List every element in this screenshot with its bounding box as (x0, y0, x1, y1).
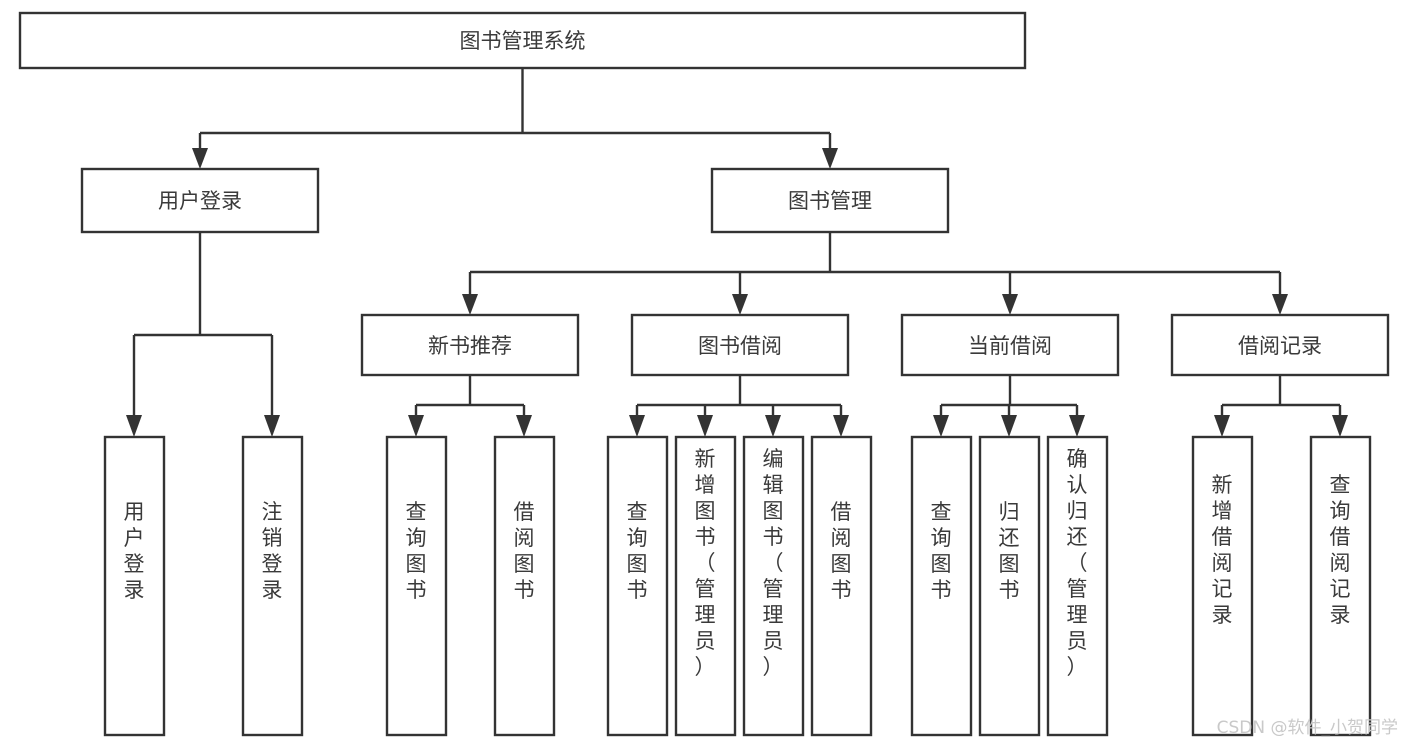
leaf-add-book-label: 新增图书（管理员） (695, 447, 716, 679)
node-book-borrow-label: 图书借阅 (698, 334, 782, 358)
leaf-node-edit-book[interactable]: 编辑图书（管理员） (742, 435, 805, 737)
leaf-edit-book-box[interactable] (742, 435, 805, 737)
arrow-icon-leaf-borrow-book-2 (833, 415, 849, 437)
leaf-query-book-2-label: 查询图书 (627, 500, 648, 602)
leaf-query-book-2-box[interactable] (606, 435, 669, 737)
arrow-icon-leaf-borrow-book-1 (516, 415, 532, 437)
arrow-icon-borrow-record (1272, 294, 1288, 315)
leaf-query-book-3-label: 查询图书 (931, 500, 952, 602)
arrow-icon-book-management (822, 148, 838, 169)
leaf-add-record-label: 新增借阅记录 (1212, 473, 1233, 627)
leaf-edit-book-label: 编辑图书（管理员） (763, 447, 784, 679)
leaf-borrow-book-2-box[interactable] (810, 435, 873, 737)
leaf-node-return-book[interactable]: 归还图书 (978, 435, 1041, 737)
leaf-query-record-label: 查询借阅记录 (1330, 473, 1351, 627)
leaf-node-confirm-return[interactable]: 确认归还（管理员） (1046, 435, 1109, 737)
arrow-icon-leaf-query-book-2 (629, 415, 645, 437)
node-borrow-record[interactable]: 借阅记录 (1170, 313, 1390, 377)
arrow-icon-leaf-edit-book (765, 415, 781, 437)
leaf-logout-login-label: 注销登录 (262, 500, 283, 602)
leaf-query-book-3-box[interactable] (910, 435, 973, 737)
leaf-confirm-return-box[interactable] (1046, 435, 1109, 737)
node-book-borrow-box[interactable] (630, 313, 850, 377)
leaf-user-login-label: 用户登录 (124, 500, 145, 602)
watermark-label: CSDN @软件_小贺同学 (1217, 718, 1398, 738)
leaf-confirm-return-label: 确认归还（管理员） (1067, 447, 1088, 679)
leaf-add-record-box[interactable] (1191, 435, 1254, 737)
arrow-icon-leaf-return-book (1001, 415, 1017, 437)
leaf-query-record-box[interactable] (1309, 435, 1372, 737)
arrow-icon-current-borrow (1002, 294, 1018, 315)
leaf-node-borrow-book-1[interactable]: 借阅图书 (493, 435, 556, 737)
arrow-icon-leaf-query-record (1332, 415, 1348, 437)
leaf-node-user-login[interactable]: 用户登录 (103, 435, 166, 737)
leaf-node-borrow-book-2[interactable]: 借阅图书 (810, 435, 873, 737)
node-user-login-box[interactable] (80, 167, 320, 234)
leaf-user-login-box[interactable] (103, 435, 166, 737)
node-new-book-recommend-label: 新书推荐 (428, 334, 512, 358)
arrow-icon-leaf-add-book (697, 415, 713, 437)
arrowhead-layer (126, 148, 1348, 437)
leaf-return-book-label: 归还图书 (999, 500, 1020, 602)
node-root[interactable]: 图书管理系统 (18, 11, 1027, 70)
leaf-node-query-record[interactable]: 查询借阅记录 (1309, 435, 1372, 737)
node-current-borrow[interactable]: 当前借阅 (900, 313, 1120, 377)
leaf-borrow-book-1-label: 借阅图书 (514, 500, 535, 602)
arrow-icon-leaf-add-record (1214, 415, 1230, 437)
node-borrow-record-label: 借阅记录 (1238, 334, 1322, 358)
node-user-login[interactable]: 用户登录 (80, 167, 320, 234)
node-root-label: 图书管理系统 (460, 29, 586, 53)
node-book-management-label: 图书管理 (788, 189, 872, 213)
node-book-management[interactable]: 图书管理 (710, 167, 950, 234)
arrow-icon-leaf-logout-login (264, 415, 280, 437)
leaf-node-add-record[interactable]: 新增借阅记录 (1191, 435, 1254, 737)
node-user-login-label: 用户登录 (158, 189, 242, 213)
arrow-icon-leaf-user-login (126, 415, 142, 437)
leaf-node-query-book-3[interactable]: 查询图书 (910, 435, 973, 737)
arrow-icon-new-book (462, 294, 478, 315)
node-root-box[interactable] (18, 11, 1027, 70)
leaf-node-logout-login[interactable]: 注销登录 (241, 435, 304, 737)
arrow-icon-leaf-query-book-3 (933, 415, 949, 437)
node-new-book-recommend-box[interactable] (360, 313, 580, 377)
leaf-query-book-1-box[interactable] (385, 435, 448, 737)
node-current-borrow-label: 当前借阅 (968, 334, 1052, 358)
node-new-book-recommend[interactable]: 新书推荐 (360, 313, 580, 377)
node-book-borrow[interactable]: 图书借阅 (630, 313, 850, 377)
node-borrow-record-box[interactable] (1170, 313, 1390, 377)
leaf-node-query-book-2[interactable]: 查询图书 (606, 435, 669, 737)
arrow-icon-leaf-confirm-return (1069, 415, 1085, 437)
leaf-borrow-book-1-box[interactable] (493, 435, 556, 737)
node-current-borrow-box[interactable] (900, 313, 1120, 377)
leaf-node-query-book-1[interactable]: 查询图书 (385, 435, 448, 737)
arrow-icon-user-login (192, 148, 208, 169)
leaf-borrow-book-2-label: 借阅图书 (831, 500, 852, 602)
leaf-logout-login-box[interactable] (241, 435, 304, 737)
arrow-icon-book-borrow (732, 294, 748, 315)
leaf-node-add-book[interactable]: 新增图书（管理员） (674, 435, 737, 737)
leaf-add-book-box[interactable] (674, 435, 737, 737)
leaf-return-book-box[interactable] (978, 435, 1041, 737)
node-book-management-box[interactable] (710, 167, 950, 234)
arrow-icon-leaf-query-book-1 (408, 415, 424, 437)
leaf-query-book-1-label: 查询图书 (406, 500, 427, 602)
